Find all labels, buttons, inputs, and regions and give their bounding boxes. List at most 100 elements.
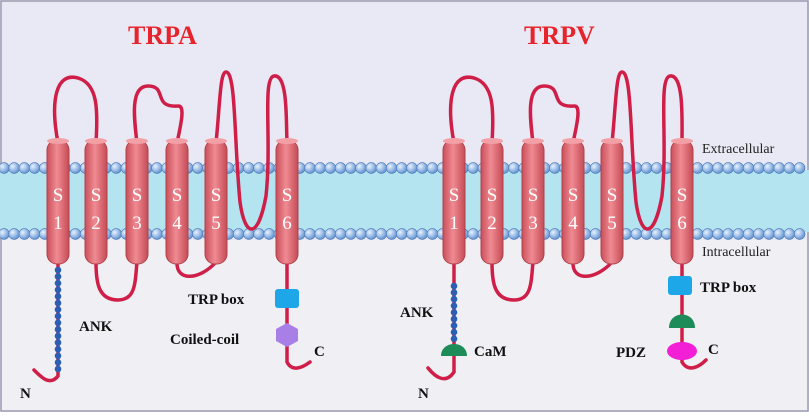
trpa-helix-number: 1 [53, 213, 63, 234]
trpv-green-domain [669, 314, 695, 328]
trpa-helix-letter: S [53, 185, 64, 206]
lipid-head [396, 228, 408, 240]
trpa-loop-s1-s2 [52, 75, 99, 145]
trpa-loop-s3-s4 [132, 84, 184, 145]
trpa-n-label: N [20, 386, 31, 402]
trpv-helix-cap [443, 138, 465, 144]
lipid-head [651, 228, 663, 240]
lipid-head [712, 228, 724, 240]
lipid-head [365, 162, 377, 174]
lipid-head [742, 162, 755, 174]
ank-bead [450, 315, 458, 323]
lipid-head [28, 162, 41, 174]
trpa-ank-label: ANK [79, 319, 113, 335]
trpv-helix-s1: S1 [442, 138, 466, 265]
lipid-head [712, 162, 724, 174]
trpv-helix-s4: S4 [561, 138, 585, 265]
trpa-helix-letter: S [211, 185, 222, 206]
lipid-head [793, 228, 806, 240]
lipid-head [334, 228, 347, 240]
trpa-helix-s5: S5 [204, 138, 228, 265]
lipid-head [243, 162, 255, 174]
lipid-head [314, 162, 326, 174]
trpv-loops [426, 70, 708, 381]
trpa-helix-cap [47, 138, 69, 144]
lipid-head [630, 228, 643, 240]
lipid-head [396, 162, 408, 174]
lipid-head [69, 162, 82, 174]
trpv-helix-s6: S6 [670, 138, 694, 265]
trpa-helix-letter: S [282, 185, 293, 206]
lipid-head [406, 228, 418, 240]
lipid-head [253, 162, 265, 174]
trpv-n-terminus [426, 260, 456, 381]
lipid-head [702, 228, 714, 240]
lipid-head [263, 228, 275, 240]
lipid-head [334, 162, 347, 174]
lipid-head [467, 228, 479, 240]
lipid-head [151, 162, 163, 174]
ank-bead [450, 302, 458, 310]
trpv-loop-s2-s3 [490, 260, 535, 302]
lipid-head [549, 228, 561, 240]
trpa-trp-box [275, 289, 299, 308]
ank-bead [54, 299, 62, 307]
trpv-title: TRPV [524, 21, 595, 50]
lipid-head [304, 228, 316, 240]
ank-bead [54, 306, 62, 313]
lipid-head [253, 228, 265, 240]
lipid-head [232, 228, 245, 240]
lipid-head [192, 162, 204, 174]
trpv-loop-s3-s4 [528, 84, 580, 145]
lipid-head [426, 162, 439, 174]
trpv-helix-letter: S [449, 185, 460, 206]
trpv-helix-cap [671, 138, 693, 144]
trpv-loop-s4-s5 [571, 260, 614, 278]
trpv-trp-box-label: TRP box [700, 280, 757, 296]
lipid-head [732, 162, 745, 174]
lipid-head [406, 162, 418, 174]
lipid-head [314, 228, 326, 240]
lipid-head [324, 162, 337, 174]
lipid-head [110, 162, 122, 174]
lipid-head [110, 228, 122, 240]
lipid-head [691, 162, 704, 174]
lipid-head [763, 228, 775, 240]
trpv-helix-cap [562, 138, 584, 144]
lipid-head [416, 162, 428, 174]
trpv-helix-letter: S [607, 185, 618, 206]
ank-bead [54, 273, 62, 280]
trpa-helix-cap [85, 138, 107, 144]
lipid-head [385, 162, 398, 174]
lipid-head [783, 228, 796, 240]
trpv-c-label: C [708, 342, 719, 358]
trpa-c-label: C [314, 344, 325, 360]
lipid-head [691, 228, 704, 240]
trpa-helix-s6: S6 [275, 138, 299, 265]
trpa-helix-number: 2 [91, 213, 101, 234]
trpa-trp-box-label: TRP box [188, 292, 245, 308]
trpv-helix-number: 6 [677, 213, 687, 234]
lipid-head [549, 162, 561, 174]
trpa-loop-s5-s6 [214, 70, 289, 231]
lipid-head [375, 228, 388, 240]
trpa-helix-letter: S [172, 185, 183, 206]
lipid-head [416, 228, 428, 240]
lipid-head [304, 162, 316, 174]
lipid-head [345, 228, 357, 240]
extracellular-label: Extracellular [702, 142, 775, 157]
trpa-n-terminus [32, 260, 60, 383]
lipid-head [375, 162, 388, 174]
trpv-cam-label: CaM [474, 344, 507, 360]
lipid-head [722, 162, 734, 174]
trpv-helix-s3: S3 [521, 138, 545, 265]
ank-bead [450, 335, 458, 343]
trpv-helix-number: 3 [528, 213, 538, 234]
lipid-head [18, 162, 31, 174]
ank-bead [450, 289, 458, 296]
lipid-head [69, 228, 82, 240]
trpa-c-terminus [285, 260, 312, 370]
trpv-pdz-domain [667, 342, 697, 360]
